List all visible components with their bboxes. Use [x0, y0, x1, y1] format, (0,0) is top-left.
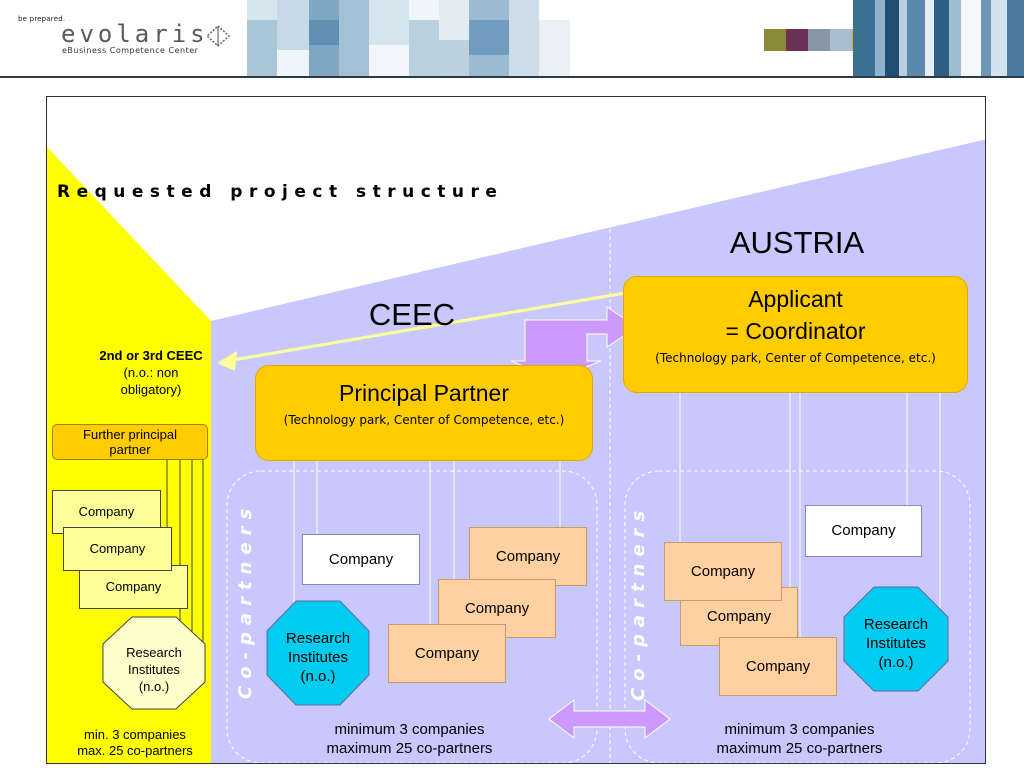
- min-line2: maximum 25 co-partners: [716, 740, 883, 757]
- swatch: [808, 29, 830, 51]
- research-label-austria: Research Institutes (n.o.): [843, 615, 949, 672]
- company-box: Company: [805, 505, 922, 557]
- research-line1: Research: [863, 616, 929, 633]
- company-box: Company: [63, 527, 172, 571]
- ceec3-title: 2nd or 3rd CEEC: [99, 348, 203, 363]
- company-box: Company: [302, 534, 420, 585]
- applicant-subtitle: (Technology park, Center of Competence, …: [655, 351, 936, 365]
- header-bar: be prepared. evolaris eBusiness Competen…: [0, 0, 1024, 78]
- applicant-title: Applicant: [748, 286, 843, 312]
- brand-logo-text: evolaris: [61, 20, 209, 48]
- yellow-min-label: min. 3 companies max. 25 co-partners: [55, 727, 215, 759]
- diagram-frame: Requested project structure AUSTRIA CEEC…: [46, 96, 986, 764]
- tagline: be prepared.: [18, 15, 66, 23]
- applicant-role: = Coordinator: [725, 318, 866, 344]
- research-octagon-austria: [843, 586, 949, 692]
- company-box: Company: [469, 527, 587, 586]
- swatch: [786, 29, 808, 51]
- header-mosaic: [247, 0, 570, 76]
- company-box: Company: [664, 542, 782, 601]
- min-line1: minimum 3 companies: [724, 721, 875, 738]
- ceec3-note-line2: obligatory): [120, 382, 182, 397]
- research-line1: Research: [126, 645, 182, 660]
- research-line3: (n.o.): [878, 654, 914, 671]
- company-box: Company: [388, 624, 506, 683]
- research-label-ceec: Research Institutes (n.o.): [266, 629, 370, 686]
- region-label-austria: AUSTRIA: [729, 225, 865, 260]
- min-label-ceec: minimum 3 companies maximum 25 co-partne…: [287, 720, 532, 758]
- principal-partner-box: Principal Partner (Technology park, Cent…: [255, 365, 593, 461]
- yellow-min-line2: max. 25 co-partners: [77, 743, 193, 758]
- research-label-yellow: Research Institutes (n.o.): [102, 644, 206, 695]
- header-photo: [853, 0, 1024, 76]
- brand-mark-icon: [205, 25, 231, 47]
- research-line1: Research: [285, 630, 351, 647]
- further-partner-line1: Further principal: [83, 427, 177, 442]
- ceec3-note-line1: (n.o.: non: [123, 365, 179, 380]
- research-line2: Institutes: [287, 649, 349, 666]
- brand-subtitle: eBusiness Competence Center: [62, 46, 199, 55]
- principal-partner-title: Principal Partner: [338, 380, 510, 406]
- company-box: Company: [52, 490, 161, 534]
- further-partner-box: Further principal partner: [52, 424, 208, 460]
- research-octagon-ceec: [266, 600, 370, 706]
- co-partners-label-austria: Co-partners: [628, 503, 649, 701]
- research-octagon-yellow: [102, 616, 206, 710]
- company-box: Company: [79, 565, 188, 609]
- region-label-ceec: CEEC: [368, 297, 456, 332]
- ceec3-label: 2nd or 3rd CEEC (n.o.: non obligatory): [51, 347, 251, 398]
- swatch: [830, 29, 852, 51]
- swatch: [764, 29, 786, 51]
- diagram-title: Requested project structure: [57, 182, 504, 202]
- min-line1: minimum 3 companies: [334, 721, 485, 738]
- company-box: Company: [719, 637, 837, 696]
- research-line3: (n.o.): [300, 668, 336, 685]
- min-line2: maximum 25 co-partners: [326, 740, 493, 757]
- co-partners-label-ceec: Co-partners: [235, 501, 256, 699]
- header-divider: [0, 76, 1024, 78]
- principal-partner-subtitle: (Technology park, Center of Competence, …: [283, 413, 565, 427]
- research-line2: Institutes: [865, 635, 927, 652]
- further-partner-line2: partner: [109, 442, 151, 457]
- applicant-box: Applicant = Coordinator (Technology park…: [623, 276, 968, 393]
- research-line2: Institutes: [127, 662, 181, 677]
- min-label-austria: minimum 3 companies maximum 25 co-partne…: [677, 720, 922, 758]
- research-line3: (n.o.): [138, 679, 170, 694]
- yellow-min-line1: min. 3 companies: [84, 727, 186, 742]
